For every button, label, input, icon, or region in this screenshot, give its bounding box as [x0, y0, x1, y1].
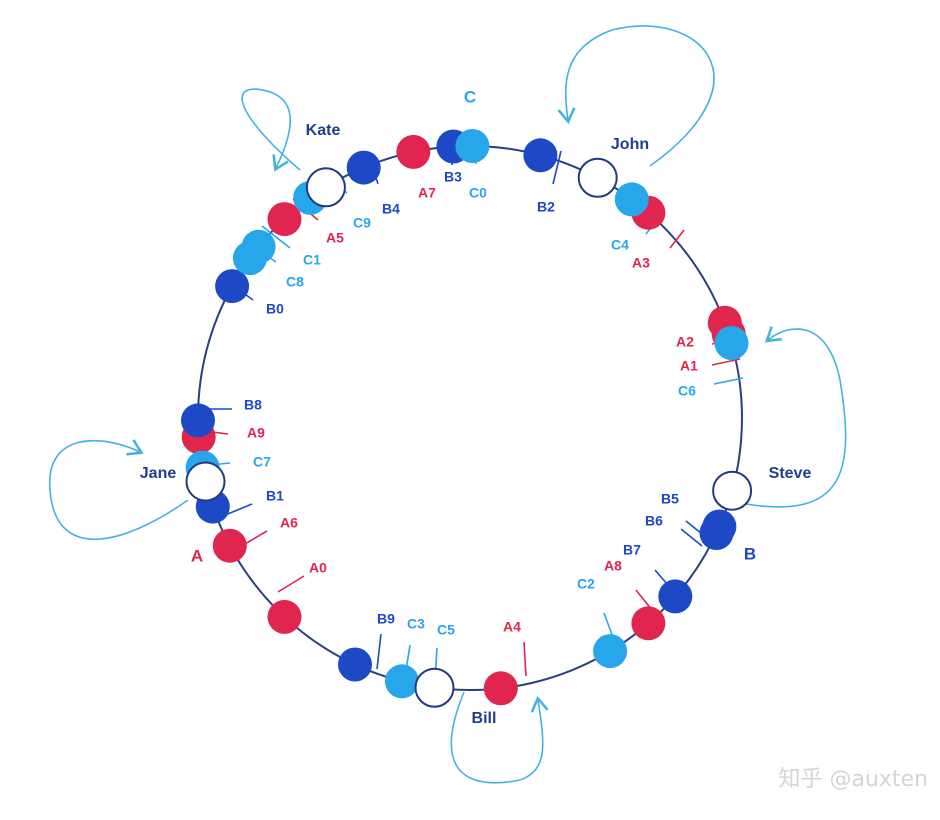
partition-b2 [523, 138, 558, 173]
partition-label-a4: A4 [503, 619, 521, 635]
partition-label-c8: C8 [286, 274, 304, 290]
partition-label-a3: A3 [632, 255, 650, 271]
partition-label-a7: A7 [418, 185, 436, 201]
partition-label-a1: A1 [680, 358, 698, 374]
server-node-john [577, 157, 618, 198]
partition-label-c1: C1 [303, 252, 321, 268]
partition-a6 [212, 528, 247, 563]
partition-label-c2: C2 [577, 576, 595, 592]
partition-label-b6: B6 [645, 513, 663, 529]
partition-label-a0: A0 [309, 560, 327, 576]
partition-a4 [483, 671, 518, 706]
partition-label-a8: A8 [604, 558, 622, 574]
node-loop-arrows [49, 25, 847, 784]
tick-b6 [680, 528, 703, 547]
partition-b7 [658, 579, 693, 614]
node-label-bill: Bill [472, 710, 497, 727]
loop-arrow-kate [241, 88, 301, 172]
partition-label-b9: B9 [377, 611, 395, 627]
partition-c8 [232, 241, 267, 276]
server-node-steve [712, 470, 753, 511]
group-label-a: A [191, 546, 203, 565]
partition-a0 [267, 599, 302, 634]
server-node-bill [414, 667, 455, 708]
partition-b8 [181, 403, 215, 438]
partition-c2 [593, 634, 628, 669]
partition-label-b2: B2 [537, 199, 555, 215]
server-node-jane [185, 461, 226, 502]
partition-label-a9: A9 [247, 425, 265, 441]
group-labels: A B C [191, 87, 756, 565]
partition-label-a6: A6 [280, 515, 298, 531]
partition-label-c0: C0 [469, 185, 487, 201]
partition-a7 [396, 134, 431, 169]
group-label-c: C [464, 87, 476, 106]
partition-markers [181, 129, 749, 706]
partition-label-b3: B3 [444, 169, 462, 185]
tick-c6 [713, 377, 744, 385]
node-label-jane: Jane [140, 465, 177, 482]
tick-a3 [669, 229, 685, 249]
partition-label-c3: C3 [407, 616, 425, 632]
tick-b2 [552, 150, 562, 185]
server-nodes [185, 157, 753, 708]
partition-label-c4: C4 [611, 237, 629, 253]
partition-b9 [338, 647, 372, 682]
loop-arrow-steve [745, 326, 847, 508]
partition-b6 [699, 516, 734, 550]
partition-c3 [384, 664, 419, 699]
partition-c4 [614, 182, 649, 217]
node-label-kate: Kate [306, 122, 341, 139]
partition-c0 [455, 129, 490, 163]
tick-b9 [376, 633, 382, 670]
partition-label-b7: B7 [623, 542, 641, 558]
partition-b4 [346, 150, 381, 185]
loop-arrow-john [557, 25, 715, 167]
tick-a1 [711, 358, 741, 366]
server-node-kate [305, 167, 346, 208]
partition-c6 [714, 326, 749, 360]
partition-label-b4: B4 [382, 201, 400, 217]
watermark: 知乎 @auxten [778, 767, 928, 792]
partition-label-b1: B1 [266, 488, 284, 504]
group-label-b: B [744, 544, 756, 563]
node-label-steve: Steve [769, 465, 812, 482]
partition-a5 [267, 202, 302, 237]
partition-label-c9: C9 [353, 215, 371, 231]
tick-a0 [277, 575, 305, 593]
partition-label-c6: C6 [678, 383, 696, 399]
partition-label-c5: C5 [437, 622, 455, 638]
partition-label-b8: B8 [244, 397, 262, 413]
tick-a4 [523, 641, 527, 677]
tick-c1 [261, 225, 291, 249]
partition-label-a5: A5 [326, 230, 344, 246]
partition-label-c7: C7 [253, 454, 271, 470]
partition-label-a2: A2 [676, 334, 694, 350]
loop-arrow-jane [49, 439, 189, 540]
partition-b0 [215, 269, 250, 304]
partition-a8 [631, 606, 666, 641]
partition-label-b5: B5 [661, 491, 679, 507]
loop-arrow-bill [450, 691, 549, 784]
partition-label-b0: B0 [266, 301, 284, 317]
node-label-john: John [611, 136, 649, 153]
